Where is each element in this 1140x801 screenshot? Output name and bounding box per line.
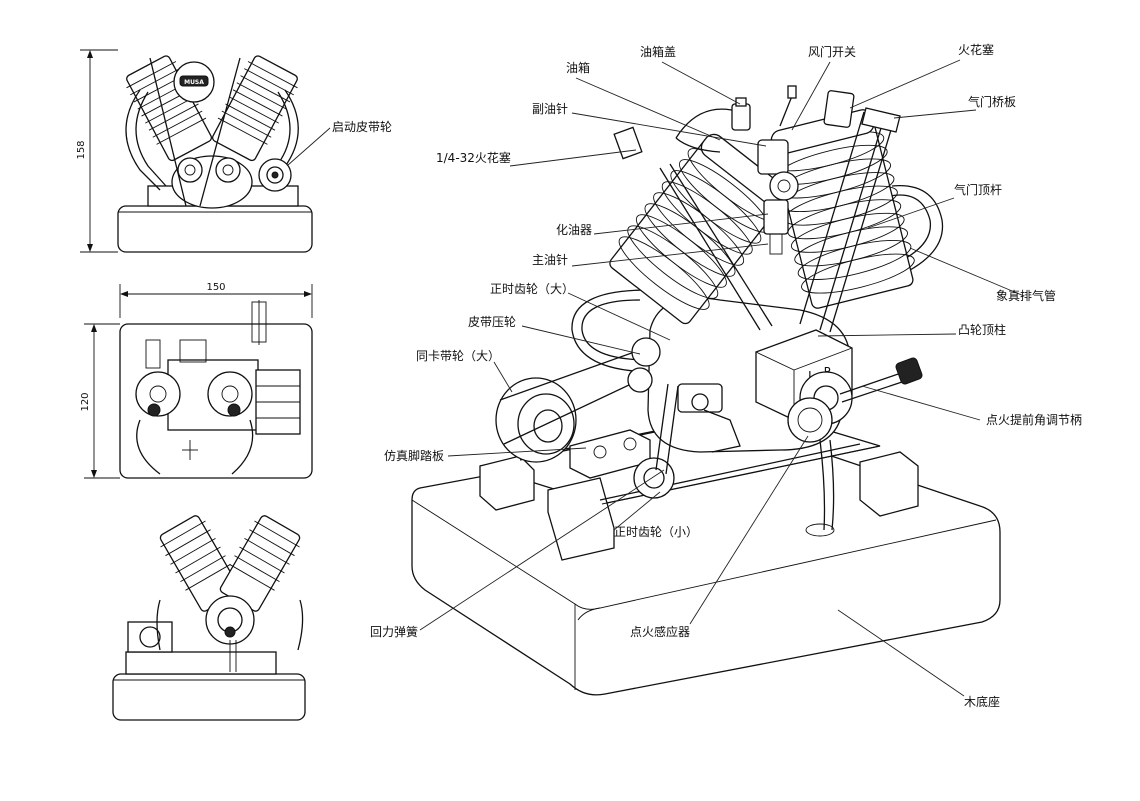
front-badge: MUSA xyxy=(184,79,204,86)
label-sync-pulley-large: 同卡带轮（大） xyxy=(416,349,500,363)
label-timing-gear-large: 正时齿轮（大） xyxy=(490,282,574,296)
label-fuel-cap: 油箱盖 xyxy=(640,44,676,59)
top-view: 150 120 xyxy=(80,282,313,479)
main-view: L R xyxy=(411,85,1001,696)
side-view xyxy=(112,515,306,721)
label-rocker-arm: 气门桥板 xyxy=(968,94,1016,109)
label-ignition-advance-lever: 点火提前角调节柄 xyxy=(986,412,1082,427)
label-timing-gear-small: 正时齿轮（小） xyxy=(614,525,698,539)
label-push-rod: 气门顶杆 xyxy=(954,182,1002,197)
label-belt-tensioner: 皮带压轮 xyxy=(468,315,516,329)
top-width-dim: 150 xyxy=(206,282,225,293)
front-view: 158 xyxy=(76,49,392,253)
front-height-dim: 158 xyxy=(76,140,87,159)
label-cam-follower: 凸轮顶柱 xyxy=(958,322,1006,337)
label-wood-base: 木底座 xyxy=(964,694,1000,709)
label-footrest: 仿真脚踏板 xyxy=(384,448,444,463)
label-carburetor: 化油器 xyxy=(556,223,592,237)
top-depth-dim: 120 xyxy=(80,392,91,411)
label-main-needle: 主油针 xyxy=(532,252,568,267)
front-start-pulley-label: 启动皮带轮 xyxy=(332,120,392,134)
label-spark-plug: 火花塞 xyxy=(958,42,994,57)
label-exhaust-pipe: 象真排气管 xyxy=(996,288,1056,303)
label-aux-needle: 副油针 xyxy=(532,101,568,116)
label-ignition-sensor: 点火感应器 xyxy=(630,624,690,639)
label-return-spring: 回力弹簧 xyxy=(370,624,418,639)
callout-labels: 油箱盖 风门开关 火花塞 油箱 气门桥板 副油针 1/4-32火花塞 气门顶杆 … xyxy=(370,42,1082,709)
label-spark-plug-thread: 1/4-32火花塞 xyxy=(436,150,511,165)
label-choke-switch: 风门开关 xyxy=(808,44,856,59)
label-fuel-tank: 油箱 xyxy=(566,60,590,75)
leader-lines xyxy=(419,59,1025,697)
